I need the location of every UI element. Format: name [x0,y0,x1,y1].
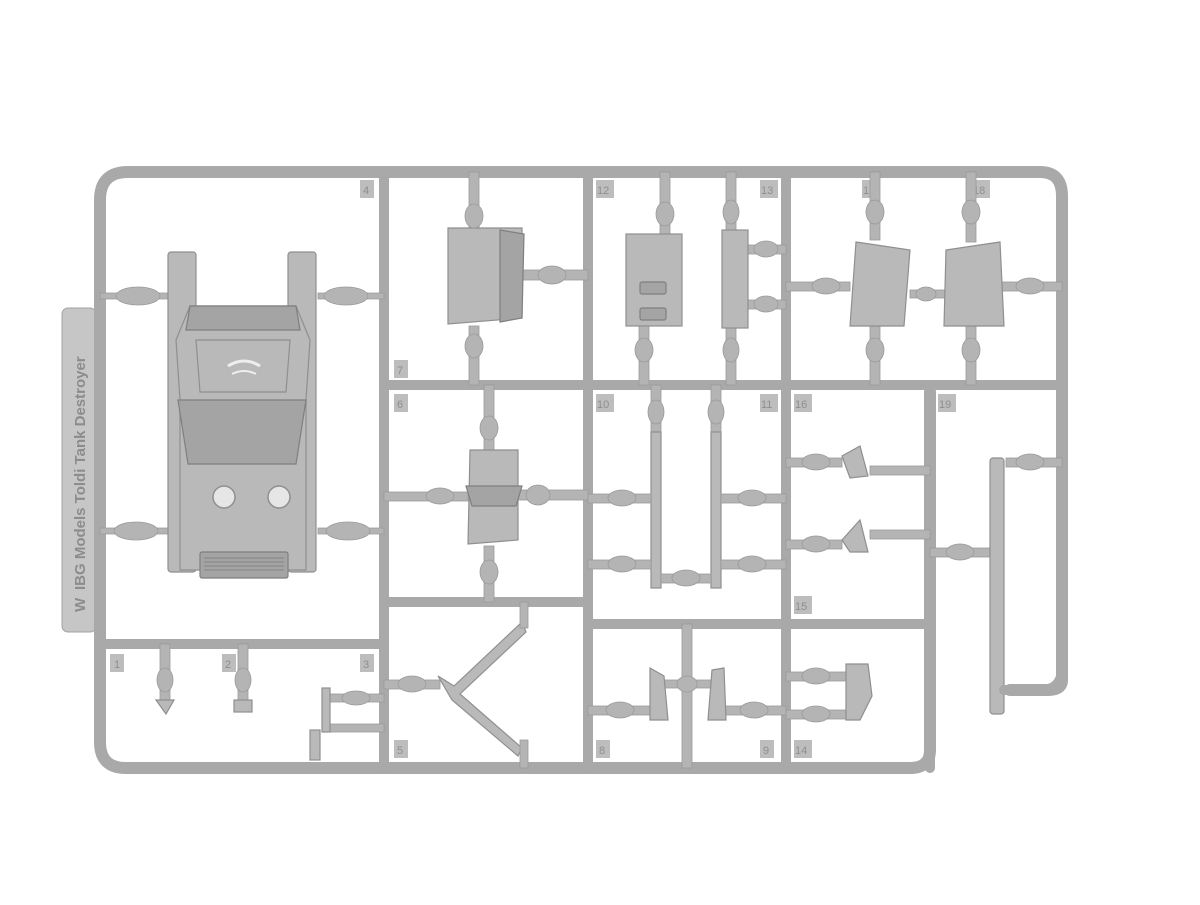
svg-text:8: 8 [599,745,605,757]
part-3 [309,687,385,761]
part-number-2: 2 [222,654,236,672]
part-14 [785,663,873,723]
svg-text:2: 2 [225,659,231,671]
svg-text:7: 7 [397,365,403,377]
part-number-13: 13 [760,180,778,198]
part-6 [383,384,589,603]
sprue-label-tab: W IBG Models Toldi Tank Destroyer [61,307,97,633]
part-number-7: 7 [394,360,408,378]
svg-text:19: 19 [939,399,951,411]
sprue-label: IBG Models Toldi Tank Destroyer [72,356,89,590]
svg-text:15: 15 [795,601,807,613]
part-number-15: 15 [794,596,812,614]
svg-text:1: 1 [114,659,120,671]
part-number-3: 3 [360,654,374,672]
part-11 [660,384,787,589]
part-number-11: 11 [760,394,778,412]
part-number-1: 1 [110,654,124,672]
part-number-9: 9 [760,740,774,758]
part-17 [785,171,911,386]
part-number-5: 5 [394,740,408,758]
part-number-8: 8 [596,740,610,758]
part-number-14: 14 [794,740,812,758]
svg-text:16: 16 [795,399,807,411]
svg-text:11: 11 [761,399,772,411]
part-number-6: 6 [394,394,408,412]
svg-text:9: 9 [763,745,769,757]
part-7 [447,171,589,386]
svg-text:3: 3 [363,659,369,671]
part-18 [909,171,1063,386]
sprue-letter: W [72,597,89,612]
svg-text:5: 5 [397,745,403,757]
svg-text:4: 4 [363,185,369,197]
part-number-4: 4 [360,180,374,198]
part-12 [625,171,683,386]
svg-text:12: 12 [597,185,609,197]
svg-text:6: 6 [397,399,403,411]
part-number-19: 19 [938,394,956,412]
svg-text:14: 14 [795,745,807,757]
part-13 [721,171,787,386]
svg-text:13: 13 [761,185,773,197]
part-number-12: 12 [596,180,614,198]
part-10 [587,384,665,589]
part-number-10: 10 [596,394,614,412]
part-5 [383,601,529,769]
svg-text:10: 10 [597,399,609,411]
part-number-16: 16 [794,394,812,412]
part-16 [785,445,931,553]
part-9 [707,667,787,721]
part-2 [233,643,253,713]
part-19 [929,453,1067,715]
hull-part [99,251,385,579]
part-1 [154,643,176,716]
